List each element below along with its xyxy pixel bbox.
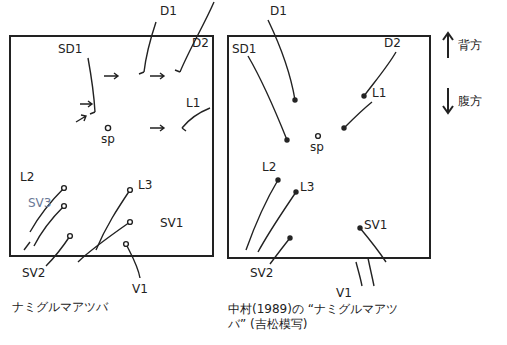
segment-outline [228, 36, 430, 258]
seta-name: D1 [270, 4, 287, 18]
seta-name: SV2 [22, 266, 45, 280]
seta-name: L2 [262, 160, 276, 174]
seta-name: SV1 [364, 218, 387, 232]
direction-label: 腹方 [458, 94, 482, 109]
seta-name: V1 [132, 282, 148, 296]
caption: ナミグルマアツバ [12, 300, 108, 315]
caption: 中村(1989)の “ナミグルマアツバ” (吉松模写) [228, 302, 410, 332]
seta-name: SD1 [232, 42, 257, 56]
seta-name: L2 [20, 170, 34, 184]
seta-name: L1 [186, 96, 200, 110]
seta-name: D2 [192, 36, 209, 50]
seta-name: V1 [336, 286, 352, 300]
seta-name: SD1 [58, 42, 83, 56]
seta-name: L1 [372, 86, 386, 100]
spiracle-label: sp [101, 132, 115, 146]
spiracle-label: sp [310, 140, 324, 154]
seta-name: D1 [160, 4, 177, 18]
segment-outline [10, 36, 213, 256]
seta-name: SV3 [28, 196, 51, 210]
seta-name: D2 [384, 36, 401, 50]
seta-name: L3 [138, 178, 152, 192]
seta-name: L3 [300, 180, 314, 194]
seta-name: SV2 [250, 266, 273, 280]
direction-label: 背方 [458, 38, 482, 53]
seta-name: SV1 [160, 216, 183, 230]
